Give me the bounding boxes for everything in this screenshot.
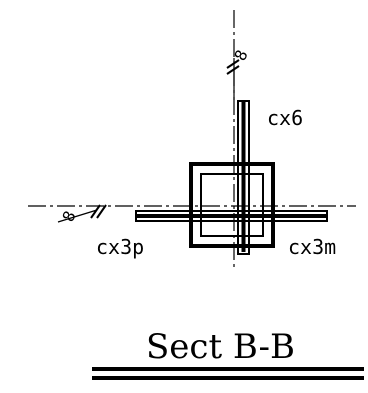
- outer-square-tube: [189, 162, 275, 248]
- left-dimension-tick-2: [96, 204, 107, 219]
- label-cx6: cx6: [267, 106, 303, 130]
- top-dimension-tick-2: [226, 65, 240, 75]
- vertical-plate-cx6: [237, 100, 250, 255]
- left-dimension-label: 8: [58, 208, 79, 225]
- label-cx3m: cx3m: [288, 235, 336, 259]
- label-cx3p: cx3p: [96, 235, 144, 259]
- horizontal-plate-cx3: [135, 210, 328, 222]
- inner-square-tube: [200, 173, 264, 237]
- top-dimension-tick-1: [226, 59, 240, 69]
- left-dimension-leader: [57, 209, 98, 223]
- section-title: Sect B-B: [146, 327, 295, 367]
- left-dimension-tick-1: [90, 204, 101, 219]
